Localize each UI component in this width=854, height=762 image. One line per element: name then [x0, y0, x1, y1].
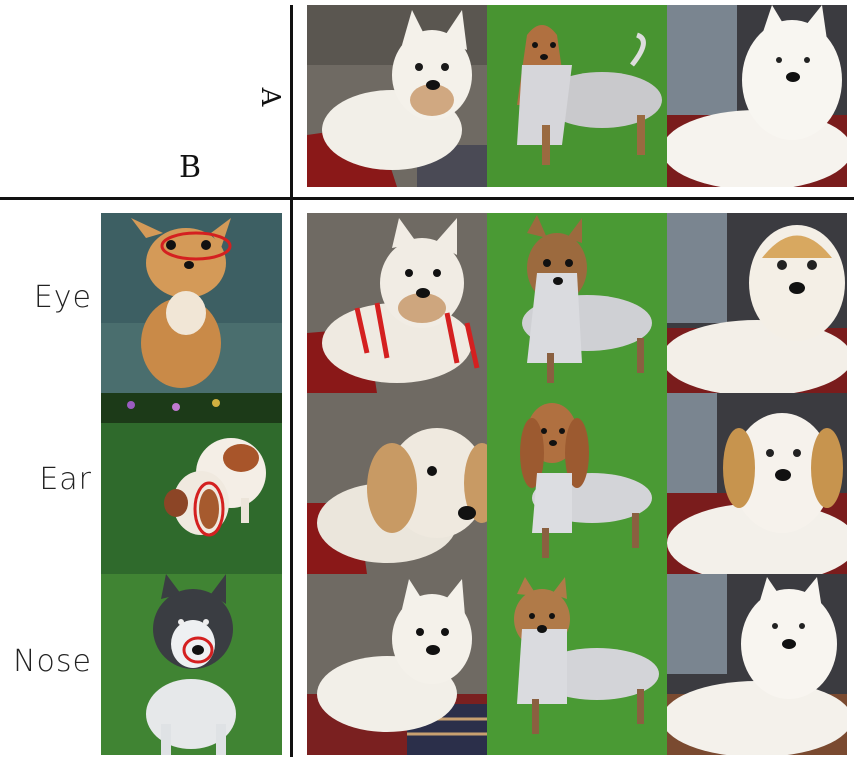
result-eye-samoyed: [667, 213, 847, 393]
row-label-eye: Eye: [33, 280, 92, 315]
result-ear-westie: [307, 393, 487, 574]
result-nose-yorkie: [487, 574, 667, 755]
eye-marker: [160, 231, 232, 261]
image-b-ear-source: [101, 393, 282, 574]
row-label-ear: Ear: [39, 462, 92, 497]
horizontal-divider: [0, 197, 854, 200]
nose-marker: [182, 636, 214, 664]
result-nose-samoyed: [667, 574, 847, 755]
image-b-eye-source: [101, 213, 282, 393]
ear-marker: [193, 481, 225, 537]
image-a-samoyed: [667, 5, 847, 187]
result-ear-samoyed: [667, 393, 847, 574]
result-ear-yorkie: [487, 393, 667, 574]
result-nose-westie: [307, 574, 487, 755]
image-a-westie: [307, 5, 487, 187]
row-axis-label: B: [178, 150, 202, 185]
image-b-nose-source: [101, 574, 282, 755]
column-axis-label: A: [255, 87, 285, 107]
result-eye-westie: [307, 213, 487, 393]
row-label-nose: Nose: [13, 644, 92, 679]
image-a-yorkie: [487, 5, 667, 187]
result-eye-yorkie: [487, 213, 667, 393]
vertical-divider: [290, 5, 293, 757]
